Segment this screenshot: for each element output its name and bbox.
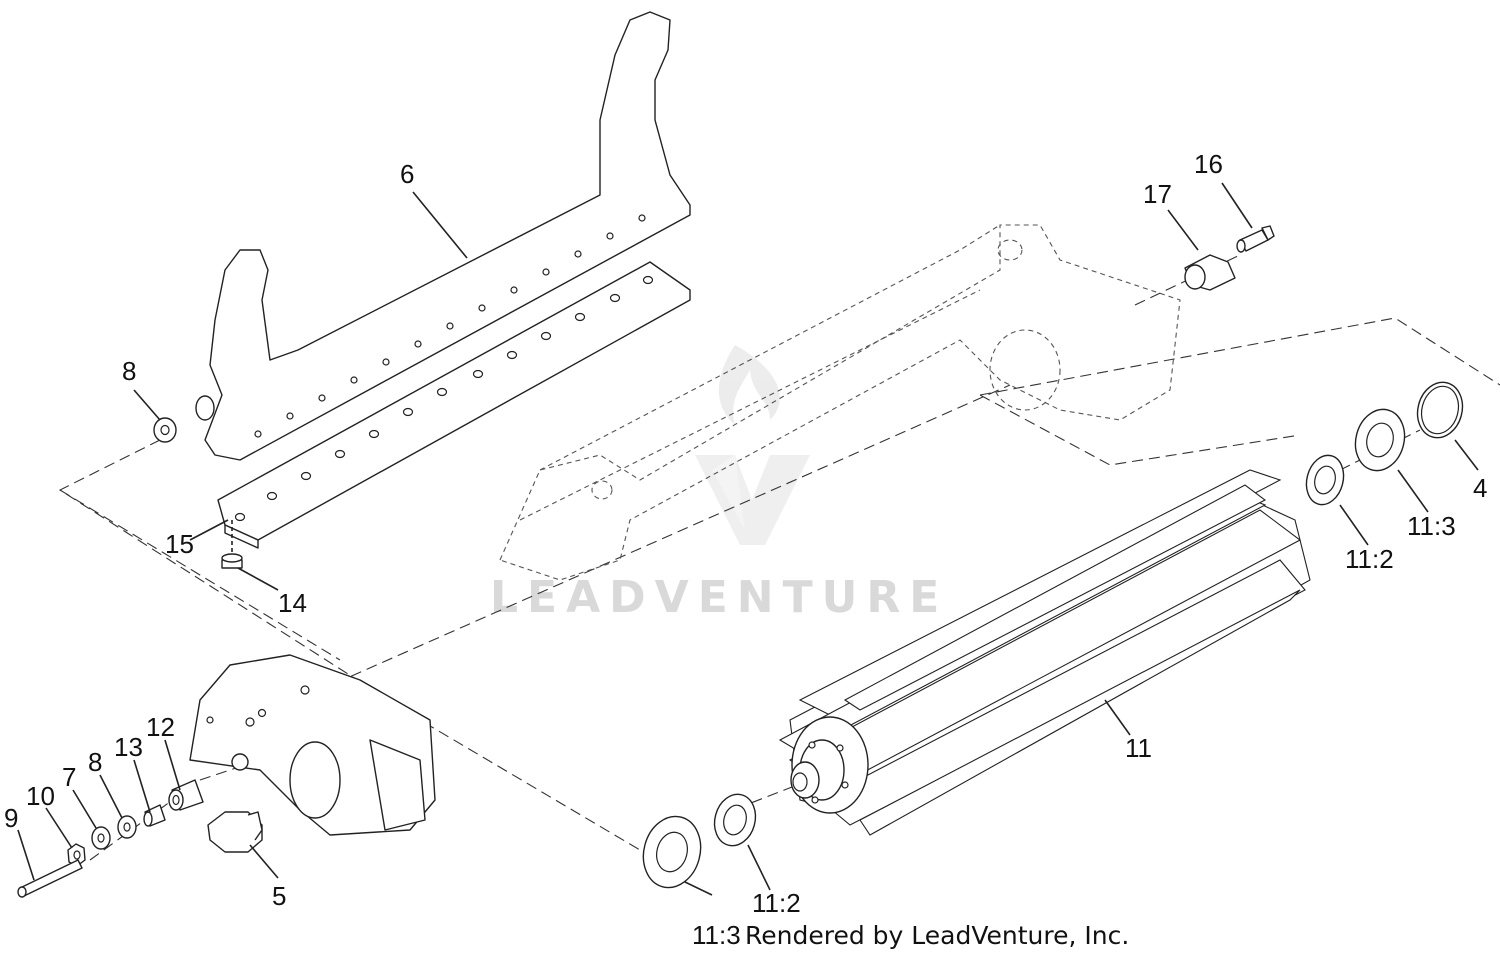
part-11-2-seal-bottom bbox=[713, 793, 757, 847]
callout-8-top: 8 bbox=[122, 356, 136, 386]
part-14-screw bbox=[221, 520, 243, 569]
callout-leader-lines bbox=[17, 182, 1479, 896]
callout-10: 10 bbox=[26, 781, 55, 811]
leadventure-watermark-logo bbox=[695, 345, 810, 545]
watermark-text: LEADVENTURE bbox=[490, 572, 948, 623]
callout-11: 11 bbox=[1125, 733, 1152, 763]
part-11-reel bbox=[778, 469, 1311, 836]
callout-labels: 6 8 15 14 17 16 4 11:3 11:2 11 11:2 5 12… bbox=[4, 149, 1487, 950]
callout-11-3-bottom: 11:3 bbox=[692, 920, 741, 950]
part-6-bedbar bbox=[195, 11, 691, 461]
bedknife-hole-row bbox=[234, 275, 654, 522]
part-16-zerk bbox=[1236, 225, 1275, 253]
part-17-grease-fitting bbox=[1184, 254, 1236, 291]
callout-5: 5 bbox=[272, 881, 286, 911]
part-11-3-bearing-top bbox=[1354, 408, 1406, 472]
callout-13: 13 bbox=[114, 732, 143, 762]
part-13-fitting bbox=[143, 804, 166, 827]
cutting-unit-frame-ghost bbox=[499, 224, 1181, 581]
part-15-bedknife bbox=[217, 261, 691, 549]
bedbar-hole-row bbox=[254, 214, 646, 438]
part-10-nut bbox=[67, 843, 86, 867]
callout-12: 12 bbox=[146, 712, 175, 742]
callout-6: 6 bbox=[400, 159, 414, 189]
callout-7: 7 bbox=[62, 762, 76, 792]
part-8-washer-bottom bbox=[117, 815, 137, 839]
callout-11-2-bottom: 11:2 bbox=[752, 888, 801, 918]
part-8-washer-top bbox=[153, 417, 177, 443]
part-9-adjuster-rod bbox=[17, 859, 83, 898]
part-5-plug bbox=[207, 811, 263, 853]
part-12-bushing bbox=[168, 779, 204, 811]
callout-8-bottom: 8 bbox=[88, 747, 102, 777]
callout-14: 14 bbox=[278, 588, 307, 618]
callout-9: 9 bbox=[4, 803, 18, 833]
part-11-3-bearing-bottom bbox=[642, 815, 702, 889]
callout-11-3-top: 11:3 bbox=[1407, 511, 1456, 541]
callout-17: 17 bbox=[1143, 179, 1172, 209]
bedbar-pivot-boss bbox=[195, 395, 215, 421]
render-credit-footer: Rendered by LeadVenture, Inc. bbox=[745, 921, 1129, 950]
part-11-2-seal-top bbox=[1305, 454, 1345, 506]
callout-4: 4 bbox=[1473, 473, 1487, 503]
part-4-snap-ring bbox=[1416, 381, 1464, 439]
left-side-plate-housing bbox=[189, 654, 436, 836]
part-7-washer bbox=[91, 826, 111, 850]
callout-16: 16 bbox=[1194, 149, 1223, 179]
reel-hub-spider bbox=[790, 716, 869, 814]
callout-11-2-top: 11:2 bbox=[1345, 544, 1394, 574]
callout-15: 15 bbox=[165, 529, 194, 559]
